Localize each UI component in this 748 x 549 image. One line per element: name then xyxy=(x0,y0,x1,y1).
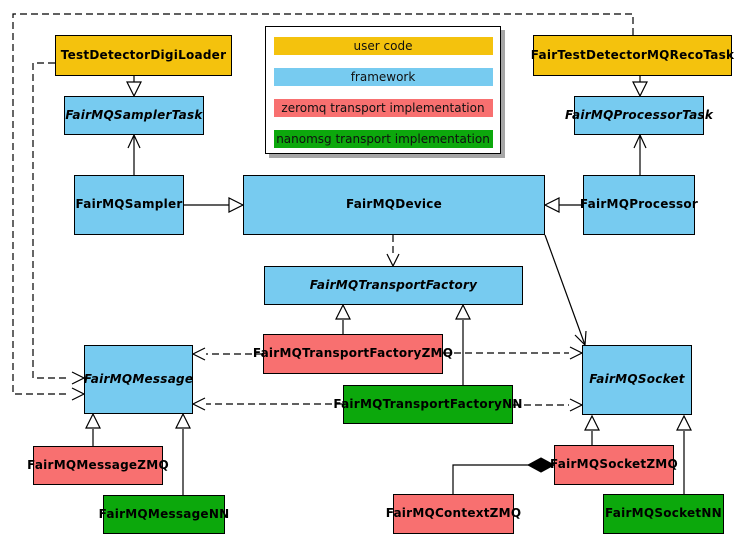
node-fairmqsampler: FairMQSampler xyxy=(74,175,184,235)
node-fairmqsocketnn: FairMQSocketNN xyxy=(603,494,724,534)
node-fairmqsocketzmq: FairMQSocketZMQ xyxy=(550,445,678,485)
edge-factorynn-factory xyxy=(455,303,471,385)
node-fairtestdetectormqrecotask: FairTestDetectorMQRecoTask xyxy=(531,35,734,76)
edge-sampler-device xyxy=(184,197,245,213)
edge-factoryzmq-socket xyxy=(443,346,584,360)
edge-device-transportfactory xyxy=(386,235,400,268)
edge-factorynn-socket xyxy=(513,398,584,412)
node-fairmqprocessortask: FairMQProcessorTask xyxy=(565,96,713,135)
node-fairmqmessagenn: FairMQMessageNN xyxy=(99,495,229,534)
legend-item-user-code: user code xyxy=(273,37,493,55)
node-fairmqsocket: FairMQSocket xyxy=(582,345,692,415)
node-testdetectordigiloader: TestDetectorDigiLoader xyxy=(55,35,232,76)
edge-digiloader-samplertask xyxy=(126,76,142,98)
legend-item-zeromq: zeromq transport implementation xyxy=(273,99,493,117)
edge-processor-device xyxy=(543,197,583,213)
node-fairmqdevice: FairMQDevice xyxy=(243,175,545,235)
edge-contextzmq-socketzmq xyxy=(452,457,556,494)
edge-socketzmq-socket xyxy=(584,414,600,445)
edge-messagenn-message xyxy=(175,412,191,495)
node-fairmqsamplertask: FairMQSamplerTask xyxy=(64,96,204,135)
legend-item-framework: framework xyxy=(273,68,493,86)
node-fairmqtransportfactorynn: FairMQTransportFactoryNN xyxy=(333,385,522,424)
edge-socketnn-socket xyxy=(676,414,692,494)
node-fairmqmessage: FairMQMessage xyxy=(84,345,193,414)
node-fairmqtransportfactoryzmq: FairMQTransportFactoryZMQ xyxy=(253,334,453,374)
node-fairmqprocessor: FairMQProcessor xyxy=(580,175,698,235)
legend-label-zeromq: zeromq transport implementation xyxy=(281,101,485,115)
legend-label-framework: framework xyxy=(350,70,416,84)
edge-messagezmq-message xyxy=(85,412,101,446)
node-fairmqtransportfactory: FairMQTransportFactory xyxy=(264,266,523,305)
edge-factorynn-message xyxy=(191,397,343,411)
edge-processor-processortask xyxy=(633,133,647,175)
legend-label-nanomsg: nanomsg transport implementation xyxy=(276,132,490,146)
edge-factoryzmq-message xyxy=(191,347,263,361)
edge-factoryzmq-factory xyxy=(335,303,351,334)
legend: user code framework zeromq transport imp… xyxy=(265,26,501,154)
edge-recotask-processortask xyxy=(632,76,648,98)
edge-device-socket xyxy=(544,234,587,347)
edge-sampler-samplertask xyxy=(127,133,141,175)
legend-label-user-code: user code xyxy=(353,39,413,53)
legend-item-nanomsg: nanomsg transport implementation xyxy=(273,130,493,148)
node-fairmqcontextzmq: FairMQContextZMQ xyxy=(386,494,521,534)
node-fairmqmessagezmq: FairMQMessageZMQ xyxy=(27,446,169,485)
